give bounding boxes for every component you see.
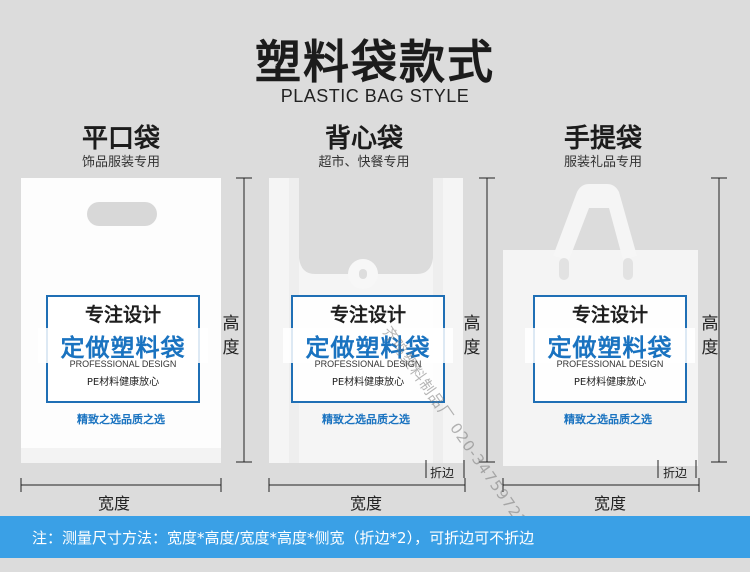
height-label-handle: 高度 [701, 314, 719, 358]
card-slogan: 精致之选品质之选 [322, 413, 410, 426]
print-card: 专注设计 定做塑料袋 PROFESSIONAL DESIGN PE材料健康放心 [283, 295, 453, 403]
height-dimension-line [711, 177, 727, 463]
width-dimension-line [268, 478, 466, 492]
page-subtitle: PLASTIC BAG STYLE [280, 86, 470, 106]
width-dimension-line [502, 478, 700, 492]
width-label-handle: 宽度 [594, 494, 627, 513]
card-line4: PE材料健康放心 [331, 377, 405, 388]
bag-use-vest: 超市、快餐专用 [318, 155, 410, 170]
fold-dimension-line [425, 460, 465, 478]
vest-bag: 专注设计 定做塑料袋 PROFESSIONAL DESIGN PE材料健康放心 … [269, 178, 463, 463]
card-line1: 专注设计 [571, 304, 648, 326]
print-card: 专注设计 定做塑料袋 PROFESSIONAL DESIGN PE材料健康放心 [38, 295, 208, 403]
card-line3: PROFESSIONAL DESIGN [314, 359, 422, 369]
card-line4: PE材料健康放心 [573, 377, 647, 388]
card-line2: 定做塑料袋 [283, 328, 453, 363]
height-label-vest: 高度 [463, 314, 481, 358]
bag-use-handle: 服装礼品专用 [563, 155, 642, 170]
height-dimension-line [236, 177, 252, 463]
fold-label-vest: 折边 [430, 466, 455, 480]
card-slogan: 精致之选品质之选 [564, 413, 652, 426]
card-line1: 专注设计 [84, 304, 161, 326]
card-line3: PROFESSIONAL DESIGN [69, 359, 177, 369]
handle-bag: 专注设计 定做塑料袋 PROFESSIONAL DESIGN PE材料健康放心 … [503, 178, 698, 466]
flat-bag: 专注设计 定做塑料袋 PROFESSIONAL DESIGN PE材料健康放心 … [21, 178, 221, 463]
fold-dimension-line [657, 460, 697, 478]
card-line3: PROFESSIONAL DESIGN [556, 359, 664, 369]
card-line2: 定做塑料袋 [38, 328, 208, 363]
bag-name-handle: 手提袋 [563, 124, 642, 154]
page-title: 塑料袋款式 [255, 35, 495, 89]
card-slogan: 精致之选品质之选 [77, 413, 165, 426]
width-label-flat: 宽度 [98, 494, 131, 513]
card-line1: 专注设计 [329, 304, 406, 326]
bag-use-flat: 饰品服装专用 [81, 155, 160, 170]
fold-label-handle: 折边 [663, 466, 688, 480]
height-dimension-line [479, 177, 495, 463]
height-label-flat: 高度 [222, 314, 240, 358]
print-card: 专注设计 定做塑料袋 PROFESSIONAL DESIGN PE材料健康放心 [525, 295, 695, 403]
footer-bar: 注：测量尺寸方法：宽度*高度/宽度*高度*侧宽（折边*2），可折边可不折边 [0, 516, 750, 558]
measure-note: 注：测量尺寸方法：宽度*高度/宽度*高度*侧宽（折边*2），可折边可不折边 [32, 529, 535, 547]
bag-name-vest: 背心袋 [324, 124, 403, 154]
width-label-vest: 宽度 [350, 494, 383, 513]
card-line4: PE材料健康放心 [86, 377, 160, 388]
bag-name-flat: 平口袋 [81, 124, 160, 154]
card-line2: 定做塑料袋 [525, 328, 695, 363]
width-dimension-line [20, 478, 222, 492]
